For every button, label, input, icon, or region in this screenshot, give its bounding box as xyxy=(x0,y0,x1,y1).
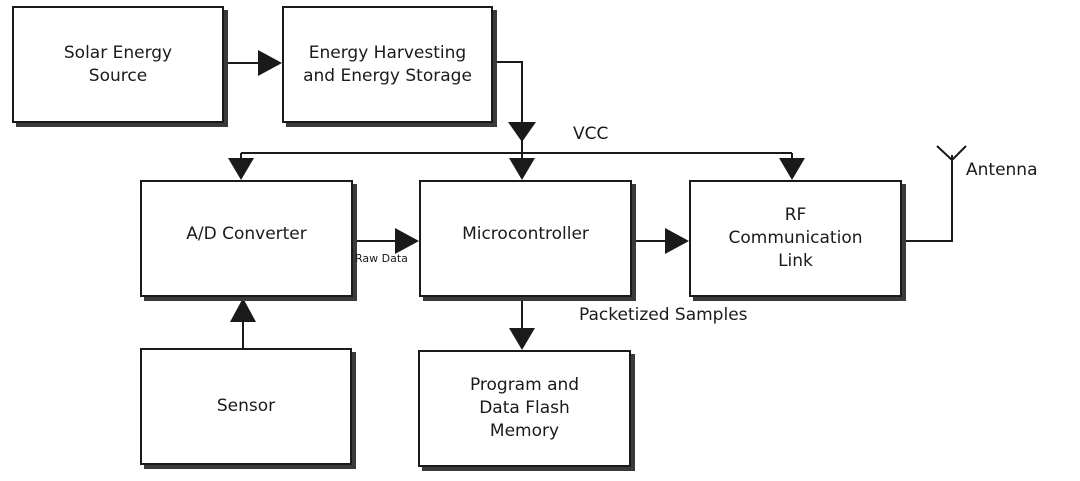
antenna-left-prong xyxy=(936,145,953,161)
block-text-line: and Energy Storage xyxy=(303,65,472,86)
adc-label: A/D Converter xyxy=(186,223,307,246)
antenna-right-prong xyxy=(951,145,967,161)
block-text-line: Energy Harvesting xyxy=(308,42,467,63)
block-text-line: Microcontroller xyxy=(462,224,589,244)
arrowhead-raw-data xyxy=(395,228,419,254)
block-text-line: RF xyxy=(784,205,807,225)
sensor-label: Sensor xyxy=(217,395,275,418)
arrowhead-harvest-down xyxy=(508,122,536,142)
harvest-to-bus-line xyxy=(493,61,523,124)
mcu-label: Microcontroller xyxy=(462,223,589,246)
raw-data-label: Raw Data xyxy=(355,252,408,265)
arrowhead-to-harvest xyxy=(258,50,282,76)
sensor-block: Sensor xyxy=(140,348,352,465)
block-text-line: Solar Energy xyxy=(63,42,173,63)
arrowhead-to-rf xyxy=(779,158,805,180)
arrowhead-to-rf-link xyxy=(665,228,689,254)
block-text-line: A/D Converter xyxy=(186,224,307,244)
block-text-line: Sensor xyxy=(216,396,276,416)
arrowhead-to-adc xyxy=(228,158,254,180)
block-text-line: Memory xyxy=(489,421,560,441)
packetized-samples-label: Packetized Samples xyxy=(579,305,748,325)
rf-to-antenna-line xyxy=(902,155,953,242)
arrowhead-sensor-up xyxy=(230,298,256,322)
vcc-label: VCC xyxy=(573,124,609,144)
antenna-label: Antenna xyxy=(966,160,1038,180)
arrowhead-to-flash xyxy=(509,328,535,350)
block-text-line: Program and xyxy=(469,375,580,395)
block-text-line: Communication xyxy=(728,228,863,248)
microcontroller-block: Microcontroller xyxy=(419,180,632,297)
arrowhead-to-mcu xyxy=(509,158,535,180)
block-text-line: Link xyxy=(778,251,813,271)
ad-converter-block: A/D Converter xyxy=(140,180,353,297)
block-text-line: Source xyxy=(88,65,148,86)
block-text-line: Data Flash xyxy=(479,398,570,418)
